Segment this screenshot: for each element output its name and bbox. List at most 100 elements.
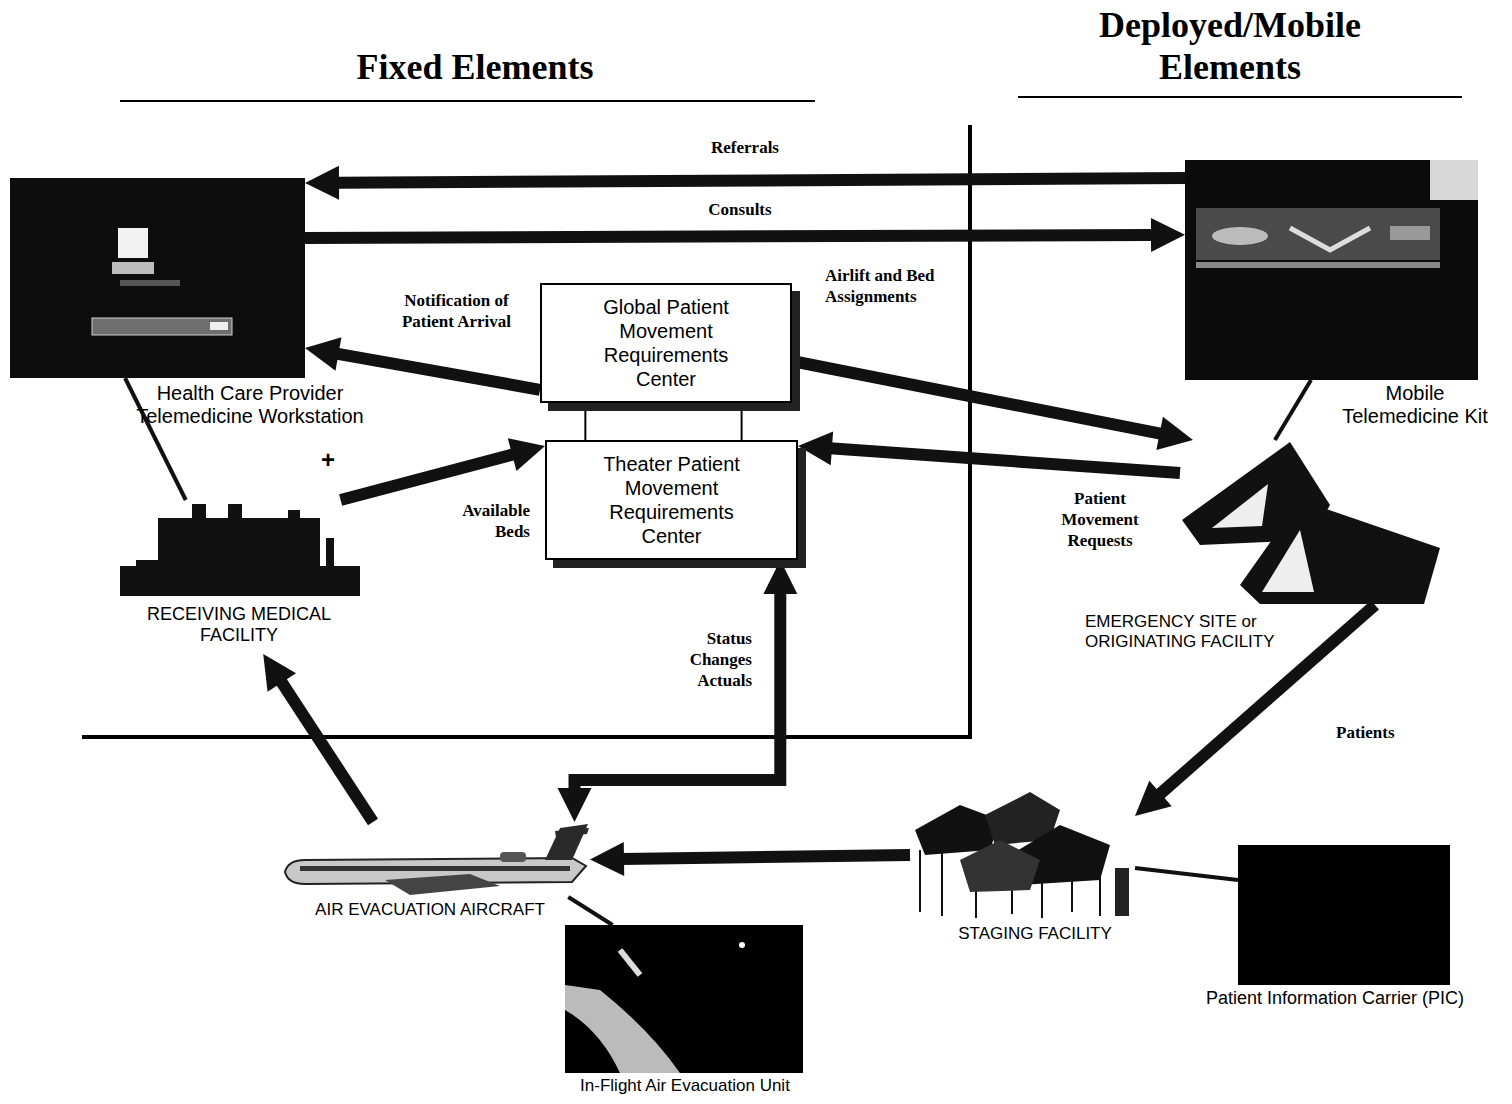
box-text: Theater Patient Movement Requirements Ce… <box>587 452 756 548</box>
wing <box>385 874 500 895</box>
leg <box>941 852 943 916</box>
photo-ground <box>565 925 803 1073</box>
shelter <box>960 840 1040 892</box>
divider-line <box>968 125 972 739</box>
tail-fin <box>545 824 588 860</box>
kit-edge <box>1196 262 1440 268</box>
divider-line <box>82 735 972 739</box>
info-carrier-photo <box>1238 845 1450 985</box>
flow-arrow <box>263 654 373 822</box>
fuselage-stripe <box>300 866 570 871</box>
process-box: Global Patient Movement Requirements Cen… <box>540 283 792 403</box>
arrow-head <box>263 654 296 692</box>
arrow-shaft <box>792 361 1162 434</box>
flow-arrow <box>585 403 741 440</box>
caption: In-Flight Air Evacuation Unit <box>530 1076 840 1096</box>
workstation-node: Health Care Provider Telemedicine Workst… <box>10 178 305 378</box>
heading-underline <box>1018 96 1462 98</box>
monitor-screen <box>118 228 148 258</box>
caption: Health Care Provider Telemedicine Workst… <box>135 382 365 428</box>
leader-stroke <box>568 897 612 925</box>
equipment-strap <box>620 950 640 975</box>
caption: AIR EVACUATION AIRCRAFT <box>280 900 580 920</box>
edge-label: Consults <box>690 199 790 220</box>
kit-case <box>1196 208 1440 260</box>
roof-unit <box>228 504 242 520</box>
arrow-shaft <box>337 354 540 390</box>
arrow-shaft <box>337 178 1185 183</box>
plus-sign: + <box>321 446 335 474</box>
leg <box>919 850 921 912</box>
edge-label: Notification of Patient Arrival <box>385 290 528 332</box>
arrow-head <box>798 431 833 465</box>
photo-ground <box>1185 160 1478 380</box>
arrow-shaft <box>341 454 514 500</box>
aircraft-node: AIR EVACUATION AIRCRAFT <box>280 822 590 897</box>
leg <box>1099 875 1101 916</box>
cabin-light <box>739 942 745 948</box>
tent-opening <box>1212 484 1268 528</box>
mast <box>326 538 334 566</box>
roof-unit <box>192 504 206 520</box>
medical-facility-node: RECEIVING MEDICAL FACILITY <box>118 500 360 654</box>
telemedicine-kit-photo <box>1185 160 1478 380</box>
leader-stroke <box>1135 868 1238 880</box>
flow-arrow <box>305 218 1185 252</box>
caption: Mobile Telemedicine Kit <box>1325 382 1505 428</box>
field-tents <box>1182 442 1440 604</box>
tent <box>1240 500 1440 604</box>
kit-device <box>1212 227 1268 245</box>
arrow-head <box>305 166 339 200</box>
building-wing <box>136 560 160 568</box>
link-line <box>741 403 743 440</box>
arrow-head <box>508 438 545 471</box>
leader-line <box>568 897 612 925</box>
staging-facility-picture <box>915 792 1129 918</box>
leg <box>1041 880 1043 918</box>
tent-opening <box>1262 530 1314 592</box>
kit-cable <box>1290 228 1370 250</box>
link-line <box>584 403 586 440</box>
box-text: Global Patient Movement Requirements Cen… <box>582 295 750 391</box>
aircraft-picture <box>285 824 589 895</box>
edge-label: Available Beds <box>428 500 530 542</box>
workstation-photo <box>10 178 305 378</box>
flow-arrow <box>305 166 1185 200</box>
flow-arrow <box>590 842 910 876</box>
flow-arrow <box>798 431 1180 473</box>
caption: STAGING FACILITY <box>940 924 1130 944</box>
flow-arrow <box>558 560 798 822</box>
flow-arrow <box>341 438 545 500</box>
arrow-shaft <box>622 855 910 859</box>
flow-arrow <box>792 361 1193 450</box>
building-main <box>158 518 320 596</box>
telemedicine-kit-node: Mobile Telemedicine Kit <box>1185 160 1478 380</box>
flow-arrow <box>305 337 540 390</box>
arrow-head <box>1135 781 1172 816</box>
edge-label: Status Changes Actuals <box>660 628 752 691</box>
arrow-head <box>558 788 592 822</box>
section-heading: Fixed Elements <box>125 46 825 88</box>
picture-spacer <box>118 500 360 600</box>
tail-plane <box>555 828 589 837</box>
arrow-shaft <box>830 448 1180 473</box>
drive-slot <box>210 322 228 330</box>
arrow-head <box>1151 218 1185 252</box>
arrow-shaft <box>281 681 373 822</box>
leader-stroke <box>1275 380 1311 440</box>
photo-highlight <box>1430 160 1478 200</box>
section-heading: Deployed/Mobile Elements <box>1060 4 1400 88</box>
roof-unit <box>288 510 300 520</box>
heading-underline <box>120 100 815 102</box>
edge-label: Patients <box>1336 722 1426 743</box>
equipment-unit <box>1115 868 1129 916</box>
arrow-shaft <box>305 235 1153 238</box>
arrow-head <box>590 842 624 876</box>
caption: RECEIVING MEDICAL FACILITY <box>118 604 360 654</box>
kit-device <box>1390 226 1430 240</box>
caption: Patient Information Carrier (PIC) <box>1170 988 1500 1009</box>
arrow-head <box>305 337 341 370</box>
emergency-site-node: EMERGENCY SITE or ORIGINATING FACILITY <box>1180 440 1440 605</box>
arrow-shaft <box>575 592 781 790</box>
